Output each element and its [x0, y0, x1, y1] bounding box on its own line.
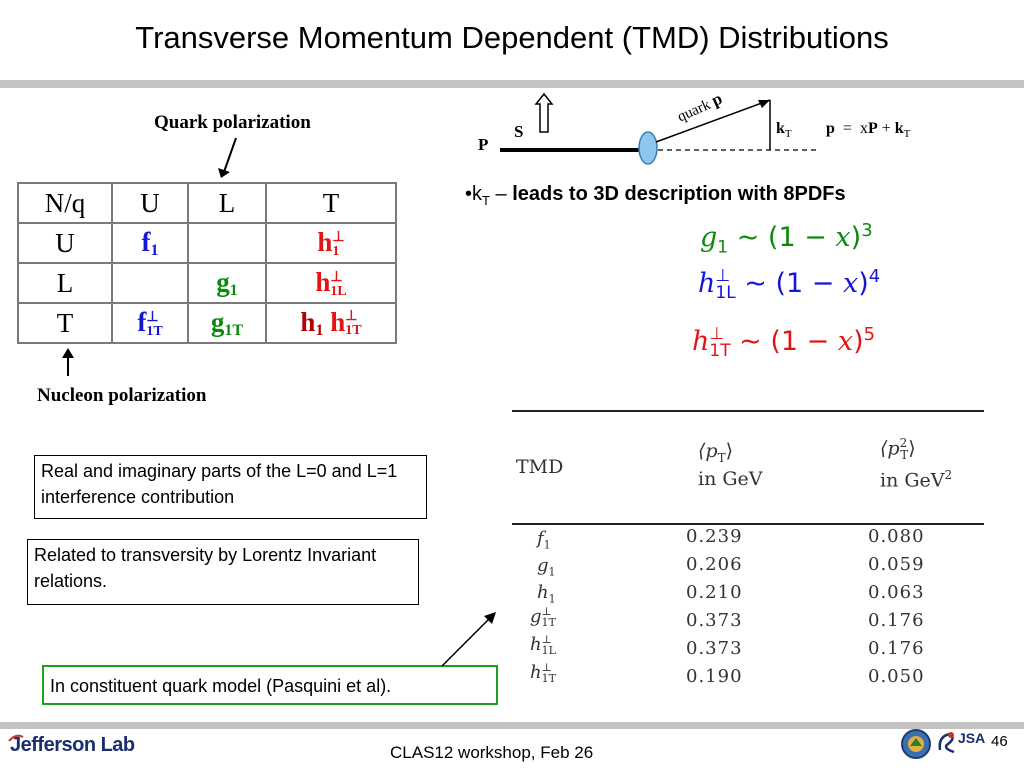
tmd-row-pt: 0.239 [686, 526, 743, 547]
tmd-row-name: h⊥1L [530, 633, 556, 657]
cell-empty-lu [111, 262, 189, 304]
nucleon-momentum-label: P [478, 135, 489, 154]
title-divider [0, 80, 1024, 88]
row-label-t: T [17, 302, 113, 344]
pt-col-unit: in GeV [698, 468, 763, 490]
tmd-row-pt2: 0.050 [868, 666, 925, 687]
cell-h1-perp: h⊥1 [265, 222, 397, 264]
quark-polarization-arrow [218, 137, 237, 178]
tmd-row-pt2: 0.080 [868, 526, 925, 547]
tmd-row-name: h1 [537, 582, 556, 606]
page-title: Transverse Momentum Dependent (TMD) Dist… [135, 20, 889, 55]
pt2-col-unit: in GeV2 [880, 468, 953, 492]
kt-bullet: •kT – leads to 3D description with 8PDFs [465, 183, 846, 208]
polarization-row-u: U f1 h⊥1 [17, 222, 397, 264]
transversity-note: Related to transversity by Lorentz Invar… [27, 539, 419, 605]
logo-swoosh-icon [8, 734, 24, 742]
interference-note: Real and imaginary parts of the L=0 and … [34, 455, 427, 519]
header-u: U [111, 182, 189, 224]
footer-divider [0, 722, 1024, 729]
jsa-logo-text: JSA [958, 730, 986, 746]
event-label: CLAS12 workshop, Feb 26 [390, 743, 594, 762]
spin-label: S [514, 122, 524, 141]
tmd-row-pt: 0.373 [686, 610, 743, 631]
jsa-swirl-icon [938, 732, 955, 754]
cell-f1: f1 [111, 222, 189, 264]
polarization-row-t: T f⊥1T g1T h1 h⊥1T [17, 302, 397, 344]
tmd-table-mid-rule [512, 523, 984, 525]
tmd-row-pt: 0.210 [686, 582, 743, 603]
formula-h1l-perp: h⊥1L ∼ (1 − x)4 [698, 265, 881, 303]
tmd-row-pt: 0.373 [686, 638, 743, 659]
page-number: 46 [991, 733, 1008, 750]
row-label-l: L [17, 262, 113, 304]
tmd-row-pt: 0.190 [686, 666, 743, 687]
tmd-row-pt2: 0.176 [868, 610, 925, 631]
cell-g1: g1 [187, 262, 267, 304]
tmd-row-name: g1 [537, 555, 556, 579]
header-nq: N/q [17, 182, 113, 224]
cell-h1-h1t: h1 h⊥1T [265, 302, 397, 344]
header-t: T [265, 182, 397, 224]
tmd-row-pt: 0.206 [686, 554, 743, 575]
doe-seal-icon [901, 729, 931, 759]
jefferson-lab-logo: Jefferson Lab [10, 734, 135, 756]
polarization-table: N/q U L T U f1 h⊥1 L g1 h⊥1L T f⊥1T g1T … [17, 182, 397, 344]
tmd-row-name: g⊥1T [530, 605, 556, 629]
formula-h1t-perp: h⊥1T ∼ (1 − x)5 [692, 323, 876, 361]
cell-h1l-perp: h⊥1L [265, 262, 397, 304]
cell-empty-ul [187, 222, 267, 264]
kt-label: kT [776, 120, 792, 141]
tmd-row-name: f1 [537, 528, 551, 552]
kinematics-diagram [500, 92, 820, 165]
cell-g1t: g1T [187, 302, 267, 344]
polarization-row-l: L g1 h⊥1L [17, 262, 397, 304]
tmd-row-pt2: 0.059 [868, 554, 925, 575]
momentum-relation: p = xP + kT [826, 120, 911, 141]
pt2-col-header: ⟨p2T⟩ [880, 436, 916, 463]
quark-model-note: In constituent quark model (Pasquini et … [42, 665, 498, 705]
tmd-row-pt2: 0.063 [868, 582, 925, 603]
quark-model-arrow [441, 612, 496, 667]
nucleon-polarization-label: Nucleon polarization [37, 385, 207, 406]
tmd-col-header: TMD [516, 456, 564, 478]
tmd-row-pt2: 0.176 [868, 638, 925, 659]
polarization-header-row: N/q U L T [17, 182, 397, 224]
row-label-u: U [17, 222, 113, 264]
cell-f1t-perp: f⊥1T [111, 302, 189, 344]
tmd-row-name: h⊥1T [530, 661, 556, 685]
formula-g1: g1 ∼ (1 − x)3 [700, 220, 873, 258]
tmd-table-top-rule [512, 410, 984, 412]
nucleon-polarization-arrow [62, 348, 74, 376]
quark-polarization-label: Quark polarization [154, 112, 311, 133]
header-l: L [187, 182, 267, 224]
pt-col-header: ⟨pT⟩ [698, 440, 734, 465]
